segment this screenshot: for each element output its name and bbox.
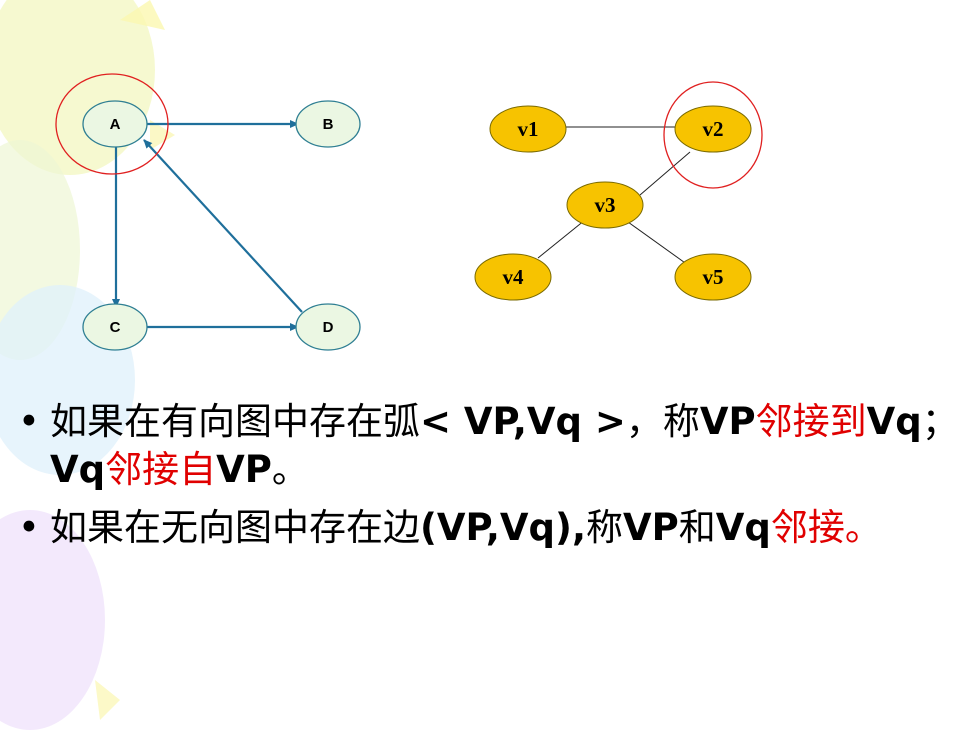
text-run: 。	[271, 448, 309, 491]
edge-v3-v5	[627, 221, 689, 266]
node-label-v4: v4	[503, 265, 525, 289]
text-run: (VP,Vq),	[420, 506, 587, 549]
node-label-v3: v3	[595, 193, 616, 217]
confetti-shape	[95, 680, 120, 720]
highlight-circle-A	[55, 73, 169, 175]
node-label-C: C	[110, 319, 121, 336]
node-label-D: D	[323, 319, 334, 336]
text-run: 如果在无向图中存在边	[50, 506, 420, 549]
text-run: Vq	[50, 448, 106, 491]
text-run: ，称	[625, 400, 700, 443]
edge-D-to-A	[143, 139, 303, 313]
node-C: C	[82, 303, 148, 351]
node-v1: v1	[489, 105, 567, 153]
edge-v2-v3	[639, 151, 691, 196]
text-run: 如果在有向图中存在弧	[50, 400, 420, 443]
node-label-v2: v2	[703, 117, 724, 141]
bullet-text: 如果在无向图中存在边(VP,Vq),称VP和Vq邻接。	[50, 506, 882, 549]
text-run: VP	[699, 400, 756, 443]
text-run: ；	[921, 400, 959, 443]
bullet-directed-definition: • 如果在有向图中存在弧< VP,Vq >，称VP邻接到Vq；Vq邻接自VP。	[18, 398, 968, 494]
node-v2: v2	[674, 105, 752, 153]
confetti-shape	[120, 0, 165, 30]
text-run: VP	[216, 448, 272, 491]
purple-balloon	[0, 510, 105, 730]
node-label-v5: v5	[703, 265, 724, 289]
node-A: A	[82, 100, 148, 148]
text-run: Vq	[715, 506, 771, 549]
text-run-red: 邻接。	[770, 506, 882, 549]
bullet-undirected-definition: • 如果在无向图中存在边(VP,Vq),称VP和Vq邻接。	[18, 504, 968, 552]
text-run: 称	[586, 506, 624, 549]
node-label-B: B	[323, 116, 334, 133]
text-run: Vq	[866, 400, 922, 443]
bullet-list: • 如果在有向图中存在弧< VP,Vq >，称VP邻接到Vq；Vq邻接自VP。 …	[18, 398, 968, 562]
edge-v3-v4	[537, 219, 586, 259]
node-D: D	[295, 303, 361, 351]
confetti-shape	[150, 120, 175, 150]
node-B: B	[295, 100, 361, 148]
text-run-red: 邻接自	[105, 448, 217, 491]
node-v5: v5	[674, 253, 752, 301]
bullet-text: 如果在有向图中存在弧< VP,Vq >，称VP邻接到Vq；Vq邻接自VP。	[50, 400, 959, 491]
node-v4: v4	[474, 253, 552, 301]
node-label-A: A	[110, 116, 121, 133]
bullet-dot: •	[18, 400, 40, 443]
node-v3: v3	[566, 181, 644, 229]
text-run: VP	[623, 506, 679, 549]
text-run: < VP,Vq >	[420, 400, 626, 443]
node-label-v1: v1	[518, 117, 539, 141]
bullet-dot: •	[18, 506, 40, 549]
highlight-circle-v2	[663, 81, 763, 189]
text-run-red: 邻接到	[755, 400, 867, 443]
text-run: 和	[678, 506, 716, 549]
